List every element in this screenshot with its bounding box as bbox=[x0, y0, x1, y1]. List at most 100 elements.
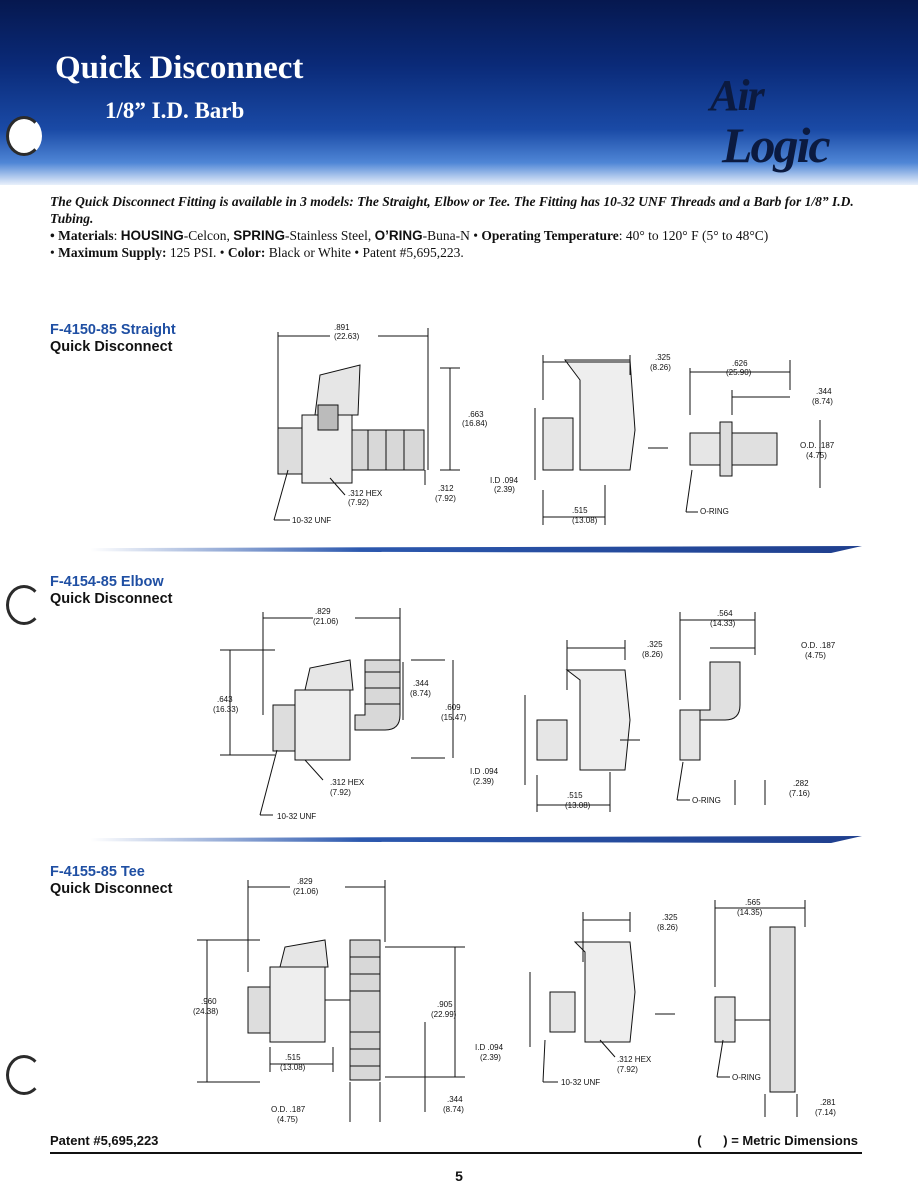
dim-od: O.D. .187 bbox=[801, 641, 836, 650]
dim-barb-h-mm: (8.74) bbox=[443, 1105, 464, 1114]
housing-value: -Celcon, bbox=[183, 228, 230, 243]
thread-label: 10-32 UNF bbox=[561, 1078, 600, 1087]
dim-id: I.D .094 bbox=[490, 476, 519, 485]
metric-note: ( ) = Metric Dimensions bbox=[697, 1133, 858, 1148]
supply-value: 125 PSI. bbox=[169, 245, 217, 260]
dim-barb-h: .344 bbox=[413, 679, 429, 688]
oring-label: O-RING bbox=[732, 1073, 761, 1082]
dim-id-mm: (2.39) bbox=[473, 777, 494, 786]
intro-summary: The Quick Disconnect Fitting is availabl… bbox=[50, 194, 854, 226]
dim-height: .905 bbox=[437, 1000, 453, 1009]
section-divider bbox=[90, 546, 862, 553]
dim-left-h-mm: (16.33) bbox=[213, 705, 239, 714]
binder-hole bbox=[6, 585, 42, 625]
dim-width-mm: (21.06) bbox=[293, 887, 319, 896]
supply-label: Maximum Supply: bbox=[58, 245, 167, 260]
dim-id-mm: (2.39) bbox=[480, 1053, 501, 1062]
dim-id: I.D .094 bbox=[475, 1043, 504, 1052]
logo-line-1: Air bbox=[710, 71, 765, 120]
dim-hex: .312 HEX bbox=[348, 489, 383, 498]
intro-materials-line: • Materials: HOUSING-Celcon, SPRING-Stai… bbox=[50, 228, 769, 243]
dim-plug-w-mm: (14.33) bbox=[710, 619, 736, 628]
dim-hex: .312 HEX bbox=[617, 1055, 652, 1064]
logo-line-2: Logic bbox=[722, 117, 831, 173]
tee-diagram: .829 (21.06) .960 (24.38) .905 (22.99) .… bbox=[193, 877, 836, 1124]
dim-height: .663 bbox=[468, 410, 484, 419]
page-number: 5 bbox=[455, 1168, 463, 1184]
housing-label: HOUSING bbox=[120, 228, 184, 243]
dim-socket-w: .325 bbox=[662, 913, 678, 922]
dim-width-mm: (21.06) bbox=[313, 617, 339, 626]
footer-patent: Patent #5,695,223 bbox=[50, 1133, 159, 1148]
dim-hex-mm: (7.92) bbox=[330, 788, 351, 797]
dim-od-mm: (4.75) bbox=[805, 651, 826, 660]
elbow-diagram: .829 (21.06) .643 (16.33) .344 (8.74) .6… bbox=[213, 607, 836, 821]
dim-socket-w: .325 bbox=[655, 353, 671, 362]
page-subtitle: 1/8” I.D. Barb bbox=[105, 98, 245, 123]
spring-value: -Stainless Steel, bbox=[285, 228, 372, 243]
dim-width: .829 bbox=[297, 877, 313, 886]
dim-id: I.D .094 bbox=[470, 767, 499, 776]
dim-plug-len: .626 bbox=[732, 359, 748, 368]
model-description: Quick Disconnect bbox=[50, 339, 173, 355]
dim-plug-w-mm: (14.35) bbox=[737, 908, 763, 917]
dim-socket-w: .325 bbox=[647, 640, 663, 649]
model-description: Quick Disconnect bbox=[50, 881, 173, 897]
oring-label: O-RING bbox=[700, 507, 729, 516]
section-elbow-title: F-4154-85 Elbow Quick Disconnect bbox=[50, 574, 172, 608]
dim-height-mm: (15.47) bbox=[441, 713, 467, 722]
dim-plug-base: .281 bbox=[820, 1098, 836, 1107]
dim-height: .609 bbox=[445, 703, 461, 712]
dim-barb-h-mm: (8.74) bbox=[410, 689, 431, 698]
dim-socket-w-mm: (8.26) bbox=[657, 923, 678, 932]
oring-value: -Buna-N bbox=[422, 228, 470, 243]
dim-od-mm: (4.75) bbox=[277, 1115, 298, 1124]
dim-plug-base-mm: (7.14) bbox=[815, 1108, 836, 1117]
dim-hex-mm: (7.92) bbox=[617, 1065, 638, 1074]
straight-diagram: .891 (22.63) .663 (16.84) .312 HEX (7.92… bbox=[273, 323, 835, 525]
dim-width-mm: (22.63) bbox=[334, 332, 360, 341]
bullet: • bbox=[50, 228, 55, 243]
dim-base-w-mm: (13.08) bbox=[565, 801, 591, 810]
section-tee-title: F-4155-85 Tee Quick Disconnect bbox=[50, 864, 172, 898]
dim-plug-w: .564 bbox=[717, 609, 733, 618]
model-number: F-4154-85 Elbow bbox=[50, 574, 164, 590]
dim-base-w: .515 bbox=[285, 1053, 301, 1062]
temp-value: : 40° to 120° F (5° to 48°C) bbox=[618, 228, 769, 243]
airlogic-logo: Air Logic bbox=[700, 70, 870, 180]
dim-left-h: .643 bbox=[217, 695, 233, 704]
page-title: Quick Disconnect bbox=[55, 50, 304, 86]
binder-hole bbox=[6, 116, 42, 156]
color-value: Black or White bbox=[268, 245, 351, 260]
dim-socket-w-mm: (8.26) bbox=[642, 650, 663, 659]
dim-plug-w: .565 bbox=[745, 898, 761, 907]
intro-supply-line: • Maximum Supply: 125 PSI. • Color: Blac… bbox=[50, 245, 464, 260]
oring-label: O-RING bbox=[692, 796, 721, 805]
intro-text: The Quick Disconnect Fitting is availabl… bbox=[50, 193, 870, 261]
thread-label: 10-32 UNF bbox=[277, 812, 316, 821]
spring-label: SPRING bbox=[233, 228, 286, 243]
dim-plug-base-mm: (7.16) bbox=[789, 789, 810, 798]
dim-height-mm: (16.84) bbox=[462, 419, 488, 428]
section-divider bbox=[90, 836, 862, 843]
section-straight-title: F-4150-85 Straight Quick Disconnect bbox=[50, 322, 176, 356]
dim-width: .829 bbox=[315, 607, 331, 616]
dim-od: O.D. .187 bbox=[800, 441, 835, 450]
model-number: F-4150-85 Straight bbox=[50, 322, 176, 338]
dim-hex: .312 HEX bbox=[330, 778, 365, 787]
dim-hex-mm: (7.92) bbox=[348, 498, 369, 507]
dim-od-mm: (4.75) bbox=[806, 451, 827, 460]
dim-barb-len-mm: (7.92) bbox=[435, 494, 456, 503]
dim-plug-barb: .344 bbox=[816, 387, 832, 396]
oring-label: O’RING bbox=[374, 228, 423, 243]
dim-left-h-mm: (24.38) bbox=[193, 1007, 219, 1016]
dim-base-w: .515 bbox=[567, 791, 583, 800]
model-number: F-4155-85 Tee bbox=[50, 864, 145, 880]
footer-rule bbox=[50, 1152, 862, 1154]
dim-barb-h: .344 bbox=[447, 1095, 463, 1104]
color-label: Color: bbox=[227, 245, 266, 260]
temp-label: Operating Temperature bbox=[481, 228, 619, 243]
model-description: Quick Disconnect bbox=[50, 591, 173, 607]
dim-plug-barb-mm: (8.74) bbox=[812, 397, 833, 406]
thread-label: 10-32 UNF bbox=[292, 516, 331, 525]
